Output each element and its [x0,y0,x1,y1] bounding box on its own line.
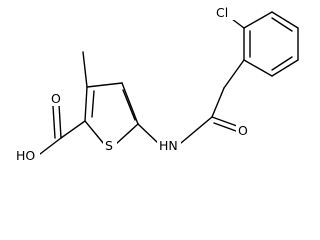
hydroxyl-label: HO [16,148,35,163]
chlorine-label: Cl [216,5,228,20]
sulfur-label: S [105,138,113,153]
thiophene-c5-s-bond [115,123,139,145]
benzene-double-inner-2 [271,56,293,71]
thiophene-double-inner-1 [91,90,95,118]
methyl-bond [82,51,88,88]
amide-c-o-bond-1 [211,116,238,127]
n-thiophene-bond [137,123,159,144]
amide-c-n-bond [180,116,213,144]
methylene-carbonyl-bond [211,87,225,118]
benzyl-bond [223,59,245,89]
bonds [39,11,299,155]
thiophene-s-c2-bond [84,120,105,145]
structure-diagram: Cl O HO S HN O [14,4,299,163]
acid-c-o-double-1 [58,103,62,139]
benzene-bond-4 [271,59,299,77]
benzene-bond-1 [243,11,273,29]
benzene-double-inner-1 [271,17,293,32]
acid-carbon-bond [60,120,86,139]
benzene-bond-5 [243,59,273,77]
amide-c-o-bond-2 [213,122,237,132]
thiophene-c2-c3-bond [84,86,88,122]
atom-labels: Cl O HO S HN O [14,4,250,163]
acid-c-oh-bond [39,137,62,155]
acid-c-o-double-2 [52,105,56,139]
amide-oxygen-label: O [238,123,248,138]
chlorine-bond [231,18,245,29]
thiophene-c4-c5-bond [121,82,139,125]
acid-oxygen-label: O [51,91,61,106]
benzene-bond-2 [271,11,299,29]
thiophene-c3-c4-bond [86,82,123,88]
thiophene-double-inner-2 [122,89,136,121]
amide-nitrogen-label: HN [159,138,178,153]
